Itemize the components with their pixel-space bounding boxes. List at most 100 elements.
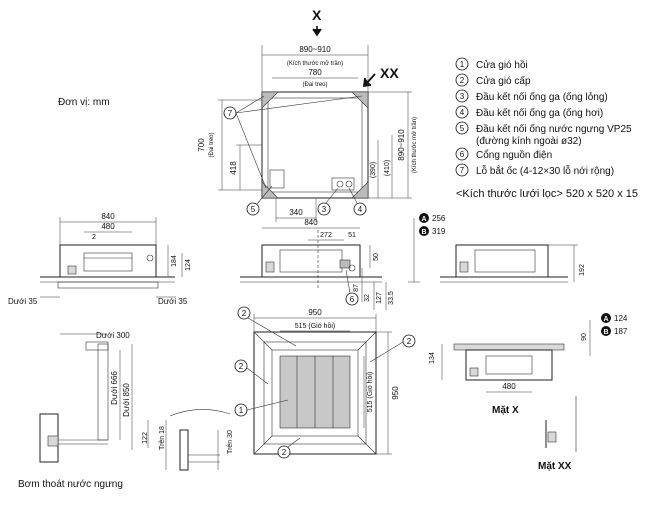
legend-item-1: 1 Cửa gió hồi — [455, 57, 528, 71]
front-dim-2: 2 — [92, 234, 96, 241]
right-view: 192 — [440, 244, 586, 283]
pump-dim-18: Trên 18 — [159, 426, 166, 450]
svg-text:1: 1 — [460, 60, 465, 69]
xx-arrow-icon — [362, 73, 376, 88]
svg-text:7: 7 — [460, 166, 465, 175]
side-dim-87: 87 — [353, 284, 360, 292]
pump-label: Bơm thoát nước ngưng — [18, 479, 123, 490]
side-dim-32: 32 — [364, 294, 371, 302]
below-35-right: Dưới 35 — [158, 297, 188, 306]
panel-dim-950-height: 950 — [391, 386, 400, 400]
badge-b-side — [419, 226, 429, 236]
dim-418: 418 — [229, 161, 238, 175]
legend-item-2: 2 Cửa gió cấp — [455, 73, 531, 87]
callout-2-bottom — [277, 445, 291, 459]
svg-text:Đầu kết nối ống nước ngưng VP2: Đầu kết nối ống nước ngưng VP25 — [476, 123, 632, 135]
pump-view: Dưới 300 Dưới 666 Dưới 850 122 Trên 18 T… — [39, 331, 234, 471]
side-val-b: 319 — [432, 227, 446, 236]
svg-text:Cửa gió hồi: Cửa gió hồi — [476, 59, 528, 71]
mat-x-label: Mặt X — [492, 405, 519, 416]
pump-dim-30: Trên 30 — [227, 430, 234, 454]
callout-3 — [317, 202, 331, 216]
side-val-a: 256 — [432, 214, 446, 223]
svg-text:Cửa gió cấp: Cửa gió cấp — [476, 75, 531, 87]
panel-dim-515-width: 515 (Gió hồi) — [295, 321, 335, 330]
matx-val-a: 124 — [614, 314, 628, 323]
mat-xx-label: Mặt XX — [538, 461, 572, 472]
front-view: 840 480 2 184 124 Dưới 35 Dưới 35 — [8, 212, 192, 306]
matx-dim-90: 90 — [581, 333, 588, 341]
svg-text:5: 5 — [251, 205, 256, 214]
dim-opening-width-note: (Kích thước mở trần) — [287, 60, 343, 67]
xx-view-label: XX — [380, 65, 399, 81]
dim-opening-height: 890~910 — [397, 129, 406, 161]
matx-dim-134: 134 — [429, 352, 436, 364]
callout-2-left — [234, 359, 248, 373]
svg-text:2: 2 — [407, 337, 412, 346]
svg-text:Đầu kết nối ống ga (ống hơi): Đầu kết nối ống ga (ống hơi) — [476, 107, 603, 119]
pump-dim-850: Dưới 850 — [122, 383, 131, 417]
svg-text:Lỗ bắt ốc (4-12×30 lỗ nới rộng: Lỗ bắt ốc (4-12×30 lỗ nới rộng) — [476, 164, 614, 177]
dim-hang-width: 780 — [308, 68, 322, 77]
side-dim-840: 840 — [304, 218, 318, 227]
top-view: X XX 890~910 (Kích thước mở trần) 780 (Đ… — [197, 7, 418, 222]
legend-item-7: 7 Lỗ bắt ốc (4-12×30 lỗ nới rộng) — [455, 163, 614, 177]
svg-text:1: 1 — [239, 406, 244, 415]
panel-dim-515-height: 515 (Gió hồi) — [365, 372, 374, 412]
svg-text:2: 2 — [242, 309, 247, 318]
dim-hang-height: 700 — [197, 138, 206, 152]
callout-2-top — [237, 306, 251, 320]
pump-dim-666: Dưới 666 — [110, 371, 119, 405]
legend-item-3: 3 Đầu kết nối ống ga (ống lỏng) — [455, 89, 608, 103]
pump-dim-300: Dưới 300 — [96, 331, 130, 340]
svg-text:(đường kính ngoài ø32): (đường kính ngoài ø32) — [476, 136, 582, 147]
callout-6 — [345, 292, 359, 306]
unit-label: Đơn vị: mm — [58, 97, 110, 108]
pump-dim-122: 122 — [142, 432, 149, 444]
front-dim-184: 184 — [171, 255, 178, 267]
badge-b-matx — [601, 326, 611, 336]
mat-x-view: 134 480 90 A 124 B 187 Mặt X Mặt XX — [429, 313, 628, 472]
dim-opening-width: 890~910 — [299, 45, 331, 54]
dim-hang-height-note: (Đai treo) — [209, 132, 215, 157]
legend-item-4: 4 Đầu kết nối ống ga (ống hơi) — [455, 105, 603, 119]
dim-340: 340 — [289, 208, 303, 217]
side-dim-51: 51 — [348, 232, 356, 239]
front-dim-480: 480 — [101, 222, 115, 231]
svg-text:B: B — [603, 329, 608, 336]
right-dim-192: 192 — [579, 264, 586, 276]
svg-text:B: B — [421, 229, 426, 236]
panel-view: 950 515 (Gió hồi) 515 (Gió hồi) 950 2 2 … — [234, 306, 416, 459]
svg-text:4: 4 — [460, 108, 465, 117]
svg-text:3: 3 — [460, 92, 465, 101]
svg-text:2: 2 — [460, 76, 465, 85]
dim-410: (410) — [384, 160, 391, 176]
callout-2-right — [402, 334, 416, 348]
svg-text:2: 2 — [282, 448, 287, 457]
dim-hang-width-note: (Đai treo) — [302, 82, 327, 88]
matx-dim-480: 480 — [502, 382, 516, 391]
svg-text:Cổng nguồn điện: Cổng nguồn điện — [476, 149, 552, 161]
below-35-left: Dưới 35 — [8, 297, 38, 306]
svg-text:6: 6 — [350, 295, 355, 304]
callout-4 — [353, 202, 367, 216]
svg-text:6: 6 — [460, 150, 465, 159]
svg-text:Đầu kết nối ống ga (ống lỏng): Đầu kết nối ống ga (ống lỏng) — [476, 91, 608, 103]
side-view: 840 272 51 50 87 32 127 33.5 6 A 256 B 3… — [240, 213, 446, 310]
x-arrow-icon — [312, 26, 322, 37]
filter-size-note: <Kích thước lưới lọc> 520 x 520 x 15 — [456, 188, 638, 200]
front-dim-840: 840 — [101, 212, 115, 221]
dim-390: (390) — [370, 162, 377, 178]
dim-opening-height-note: (Kích thước mở trần) — [411, 117, 418, 173]
panel-dim-950-width: 950 — [308, 308, 322, 317]
side-dim-50: 50 — [373, 253, 380, 261]
svg-text:A: A — [603, 316, 608, 323]
front-dim-124: 124 — [185, 259, 192, 271]
svg-text:A: A — [421, 216, 426, 223]
legend-item-5: 5 Đầu kết nối ống nước ngưng VP25 (đường… — [455, 121, 632, 147]
side-dim-272: 272 — [320, 232, 332, 239]
x-view-label: X — [312, 7, 322, 23]
badge-a-side — [419, 213, 429, 223]
svg-text:7: 7 — [228, 109, 233, 118]
